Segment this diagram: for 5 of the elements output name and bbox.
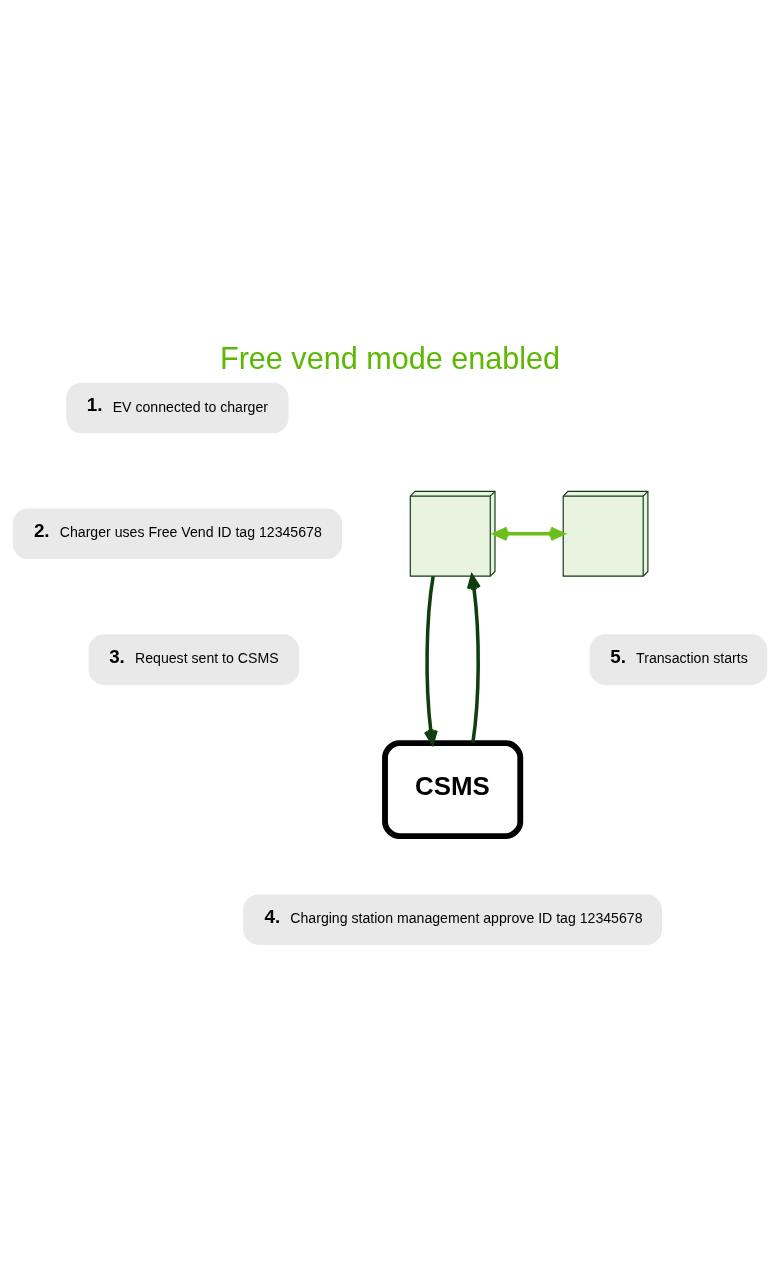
arrow bbox=[493, 526, 565, 541]
diagram-title: Free vend mode enabled bbox=[220, 340, 560, 375]
node-box: CSMS bbox=[382, 739, 524, 839]
arrow bbox=[423, 575, 438, 745]
arrow bbox=[466, 574, 481, 743]
